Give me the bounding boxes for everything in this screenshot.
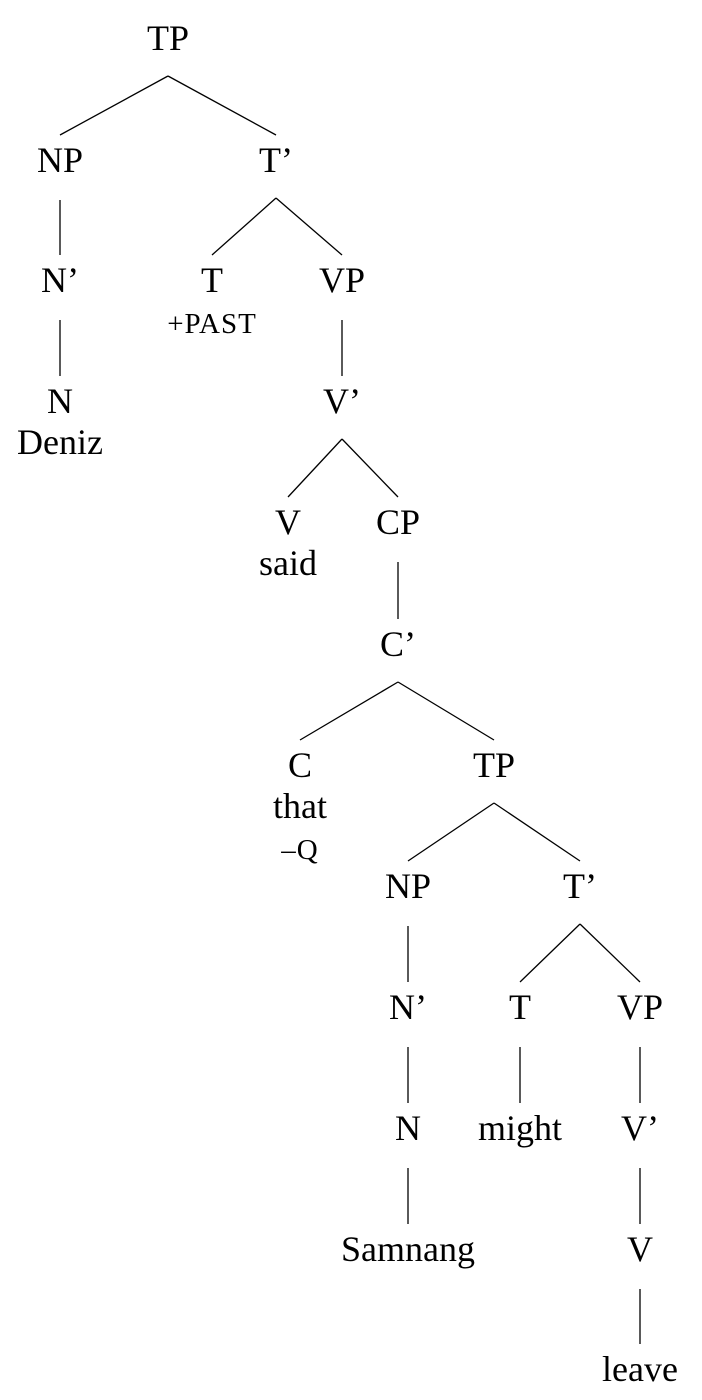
edge-tminus-bar-to-t — [519, 923, 581, 983]
edge-vminus-bar-to-v — [287, 438, 343, 498]
node-vp: VP — [617, 987, 663, 1027]
feature-minus-q: –Q — [280, 834, 318, 866]
edge-tp-to-tminus-bar — [493, 802, 581, 862]
word-said: said — [259, 543, 317, 583]
node-n: N — [395, 1108, 421, 1148]
node-v: V — [275, 502, 301, 542]
node-vminus-bar: V’ — [621, 1108, 659, 1148]
node-nminus-bar: N’ — [389, 987, 427, 1027]
node-np: NP — [385, 866, 431, 906]
word-deniz: Deniz — [17, 422, 103, 462]
node-t: T — [201, 260, 223, 300]
edge-tminus-bar-to-vp — [579, 923, 641, 983]
node-tp: TP — [473, 745, 515, 785]
edge-vminus-bar-to-cp — [341, 438, 399, 498]
edge-cminus-bar-to-c — [299, 681, 399, 741]
node-tp: TP — [147, 18, 189, 58]
node-t: T — [509, 987, 531, 1027]
edge-tminus-bar-to-vp — [275, 197, 343, 256]
node-samnang: Samnang — [341, 1229, 475, 1269]
node-leave: leave — [602, 1349, 678, 1389]
node-tminus-bar: T’ — [259, 140, 293, 180]
edge-tp-to-tminus-bar — [167, 75, 277, 136]
feature-plusminus-past: +PAST — [167, 308, 257, 340]
node-cminus-bar: C’ — [380, 624, 416, 664]
edge-tminus-bar-to-t — [211, 197, 277, 256]
node-v: V — [627, 1229, 653, 1269]
node-might: might — [478, 1108, 562, 1148]
word-that: that — [273, 786, 327, 826]
edge-tp-to-np — [59, 75, 169, 136]
edge-tp-to-np — [407, 802, 495, 862]
node-cp: CP — [376, 502, 420, 542]
node-c: C — [288, 745, 312, 785]
node-np: NP — [37, 140, 83, 180]
node-vminus-bar: V’ — [323, 381, 361, 421]
node-vp: VP — [319, 260, 365, 300]
node-nminus-bar: N’ — [41, 260, 79, 300]
edge-cminus-bar-to-tp — [397, 681, 495, 741]
node-n: N — [47, 381, 73, 421]
node-tminus-bar: T’ — [563, 866, 597, 906]
